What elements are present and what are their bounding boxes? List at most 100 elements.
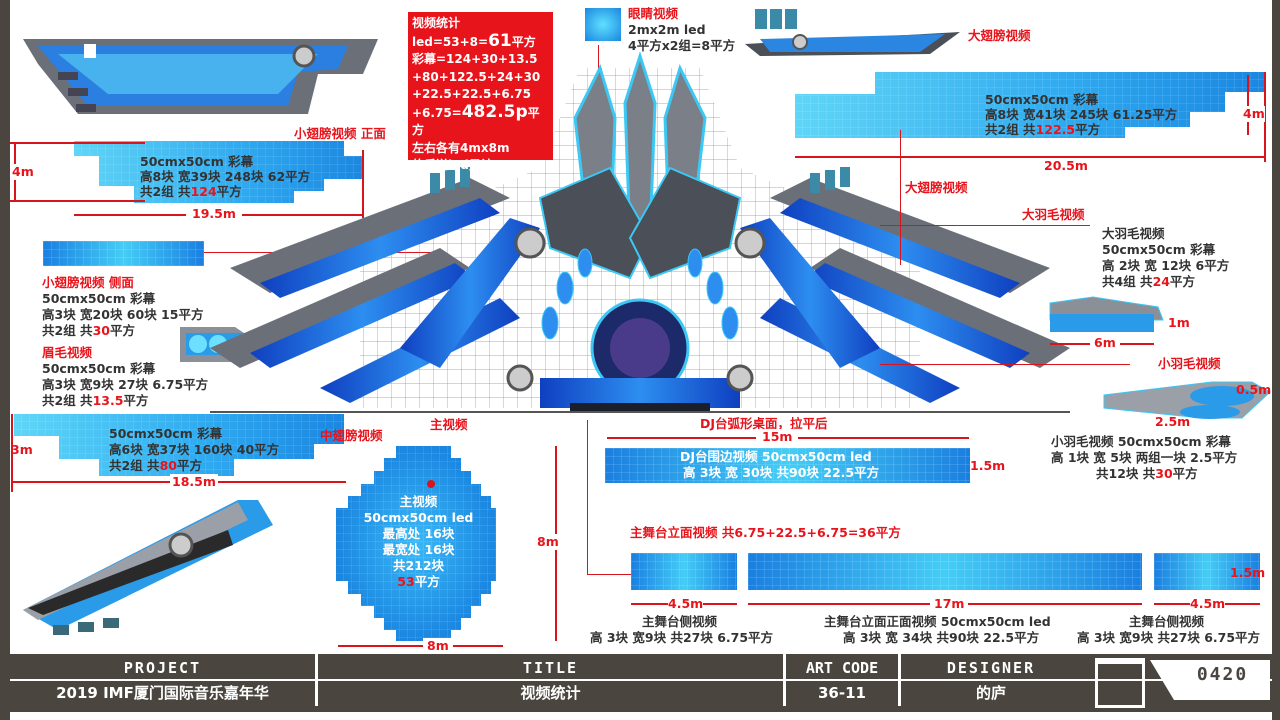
small-wing-side-led-panel (43, 241, 204, 266)
dimension-line (795, 156, 1265, 158)
small-wing-side-label: 小翅膀视频 侧面 (42, 275, 134, 290)
big-feather-height: 1m (1168, 315, 1190, 330)
mid-wing-total: 共2组 共80平方 (109, 458, 202, 473)
eyebrow-spec: 50cmx50cm 彩幕 (42, 361, 156, 376)
stats-line: 左右各有4mx8m (412, 140, 510, 155)
mid-wing-spec: 50cmx50cm 彩幕 (109, 426, 223, 441)
frame-left (0, 0, 10, 720)
small-feather-drawing (1103, 381, 1271, 419)
stats-total: +6.75=482.5p平方 (412, 101, 540, 137)
dimension-line (10, 142, 145, 144)
dj-label: DJ台弧形桌面，拉平后 (700, 416, 828, 431)
stage-side-right-width: 4.5m (1190, 596, 1226, 612)
big-wing-label-mid: 大翅膀视频 (905, 180, 968, 195)
eyebrow-blocks: 高3块 宽9块 27块 6.75平方 (42, 377, 209, 392)
eye-led-swatch (585, 8, 621, 41)
small-feather-spec: 小羽毛视频 50cmx50cm 彩幕 (1051, 434, 1231, 449)
leader-line (880, 364, 1130, 365)
small-wing-front-label: 小翅膀视频 正面 (294, 126, 386, 141)
stats-line: +80+122.5+24+30 (412, 69, 541, 84)
sheet-number: 0420 (1196, 664, 1249, 685)
main-video-width: 8m (423, 638, 453, 654)
dimension-line (10, 200, 145, 202)
dimension-line (1247, 75, 1249, 135)
stage-side-left-spec: 高 3块 宽9块 共27块 6.75平方 (590, 630, 774, 645)
big-feather-drawing (1049, 296, 1164, 332)
mid-wing-led-panel (14, 414, 344, 476)
stage-front-led-panel (748, 553, 1142, 590)
main-video-led-panel (336, 446, 496, 641)
dj-spec: DJ台围边视频 50cmx50cm led (680, 449, 872, 464)
main-video-label: 主视频 (430, 417, 468, 432)
dimension-line (362, 150, 364, 218)
main-video-height: 8m (537, 534, 559, 550)
stats-line: 彩幕=124+30+13.5 (412, 52, 538, 66)
title-value: 视频统计 (520, 684, 581, 702)
mid-wing-drawing (23, 500, 273, 635)
stage-side-right-led-panel (1154, 553, 1260, 590)
big-feather-width: 6m (1090, 335, 1120, 351)
project-header: PROJECT (123, 659, 202, 677)
dimension-line (1264, 72, 1266, 162)
dj-width: 15m (756, 429, 799, 445)
big-feather-title: 大羽毛视频 (1102, 226, 1165, 241)
leader-line (587, 420, 588, 575)
stats-box: 视频统计 led=53+8=61平方 彩幕=124+30+13.5 +80+12… (408, 12, 553, 172)
dj-blocks: 高 3块 宽 30块 共90块 22.5平方 (683, 465, 880, 480)
small-wing-front-spec: 50cmx50cm 彩幕 (140, 154, 254, 169)
big-wing-blocks: 高8块 宽41块 245块 61.25平方 (985, 107, 1178, 122)
small-wing-front-height: 4m (12, 164, 34, 180)
big-feather-label: 大羽毛视频 (1022, 207, 1085, 222)
eye-video-spec: 2mx2m led (628, 22, 706, 37)
small-wing-side-blocks: 高3块 宽20块 60块 15平方 (42, 307, 204, 322)
stats-led: led=53+8=61平方 (412, 30, 536, 51)
title-block: PROJECT 2019 IMF厦门国际音乐嘉年华 TITLE 视频统计 ART… (10, 654, 1272, 712)
eye-video-area: 4平方x2组=8平方 (628, 38, 736, 53)
designer-logo (1095, 658, 1145, 708)
eyebrow-total: 共2组 共13.5平方 (42, 393, 149, 408)
designer-header: DESIGNER (946, 659, 1036, 677)
stage-front-height: 1.5m (1230, 565, 1266, 580)
artcode-header: ART CODE (805, 659, 879, 677)
mid-wing-label: 中翅膀视频 (320, 428, 383, 443)
stage-front-title: 主舞台立面正面视频 50cmx50cm led (824, 614, 1051, 629)
stage-side-left-led-panel (631, 553, 737, 590)
stats-title: 视频统计 (412, 16, 461, 30)
stage-side-right-title: 主舞台侧视频 (1129, 614, 1205, 629)
big-feather-spec: 50cmx50cm 彩幕 (1102, 242, 1216, 257)
small-wing-front-total: 共2组 共124平方 (140, 184, 242, 199)
big-wing-spec: 50cmx50cm 彩幕 (985, 92, 1099, 107)
big-wing-led-panel (795, 72, 1265, 138)
mid-wing-width: 18.5m (170, 474, 218, 490)
designer-value: 的庐 (975, 684, 1006, 702)
small-wing-front-width: 19.5m (186, 206, 242, 222)
small-wing-side-total: 共2组 共30平方 (42, 323, 135, 338)
stage-front-width: 17m (930, 596, 969, 612)
artcode-value: 36-11 (818, 684, 866, 702)
frame-right (1272, 0, 1280, 720)
mid-wing-height: 3m (11, 442, 33, 457)
stage-side-right-spec: 高 3块 宽9块 共27块 6.75平方 (1077, 630, 1261, 645)
small-wing-drawing (23, 39, 378, 114)
big-wing-total: 共2组 共122.5平方 (985, 122, 1101, 137)
small-feather-total: 共12块 共30平方 (1096, 466, 1198, 481)
mid-wing-blocks: 高6块 宽37块 160块 40平方 (109, 442, 280, 457)
big-wing-height: 4m (1243, 106, 1265, 122)
small-feather-height: 0.5m (1236, 382, 1272, 397)
small-feather-blocks: 高 1块 宽 5块 两组一块 2.5平方 (1051, 450, 1238, 465)
dj-height: 1.5m (970, 458, 1006, 473)
stage-front-spec: 高 3块 宽 34块 共90块 22.5平方 (843, 630, 1040, 645)
stats-line: +22.5+22.5+6.75 (412, 87, 531, 101)
leader-line (587, 574, 661, 575)
small-feather-width: 2.5m (1155, 414, 1191, 429)
leader-line (900, 130, 901, 265)
stats-line: 的反送led另计 (412, 158, 493, 172)
big-wing-label-top: 大翅膀视频 (968, 28, 1031, 43)
stage-front-label: 主舞台立面视频 共6.75+22.5+6.75=36平方 (630, 525, 901, 540)
dimension-line (11, 414, 13, 492)
stage-side-left-title: 主舞台侧视频 (642, 614, 718, 629)
big-wing-thumbnail (745, 9, 960, 56)
small-wing-front-blocks: 高8块 宽39块 248块 62平方 (140, 169, 311, 184)
small-wing-side-spec: 50cmx50cm 彩幕 (42, 291, 156, 306)
